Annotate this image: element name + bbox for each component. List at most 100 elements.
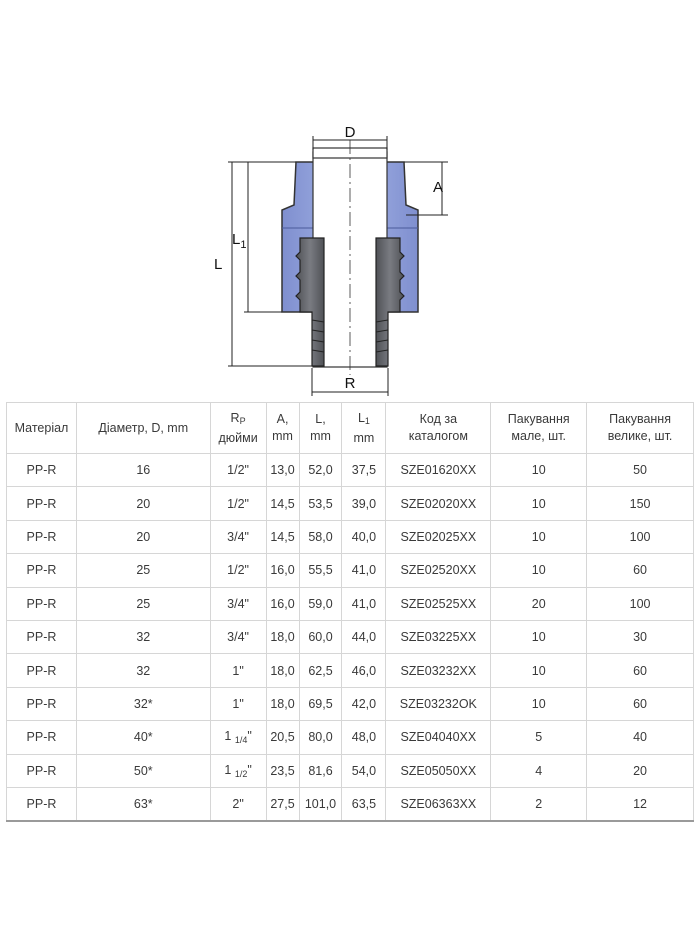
dim-label-d: D: [345, 124, 356, 141]
cell-l: 55,5: [298, 553, 343, 588]
cell-pack-small: 2: [490, 786, 588, 823]
cell-material: PP-R: [6, 553, 77, 588]
cell-code: SZE03225XX: [385, 619, 492, 655]
cell-pack-large: 100: [586, 519, 694, 555]
cell-a: 16,0: [265, 586, 300, 621]
cell-pack-small: 10: [490, 452, 588, 488]
cell-l: 52,0: [298, 452, 343, 488]
cell-rp: 1 1/2": [209, 753, 267, 788]
cell-l1: 42,0: [341, 686, 387, 722]
cell-code: SZE06363XX: [385, 786, 492, 823]
metal-insert-right: [375, 237, 405, 367]
cell-pack-large: 30: [586, 619, 694, 655]
cell-l: 60,0: [298, 619, 343, 655]
cell-l: 81,6: [298, 753, 343, 788]
thread-lines: [311, 319, 389, 353]
cell-l1: 39,0: [341, 486, 387, 521]
cell-material: PP-R: [6, 586, 77, 621]
cell-pack-large: 100: [586, 586, 694, 621]
cell-pack-small: 10: [490, 686, 588, 722]
cell-code: SZE01620XX: [385, 452, 492, 488]
metal-insert-left: [295, 237, 325, 367]
cell-material: PP-R: [6, 753, 77, 788]
cell-rp: 1 1/4": [209, 720, 267, 755]
cell-rp: 2": [209, 786, 267, 823]
cell-code: SZE02520XX: [385, 553, 492, 588]
cell-material: PP-R: [6, 486, 77, 521]
cell-l1: 63,5: [341, 786, 387, 823]
cell-code: SZE05050XX: [385, 753, 492, 788]
cell-l1: 44,0: [341, 619, 387, 655]
cell-material: PP-R: [6, 686, 77, 722]
cell-diameter: 32: [75, 653, 211, 688]
cell-material: PP-R: [6, 519, 77, 555]
cell-diameter: 16: [75, 452, 211, 488]
cell-l: 59,0: [298, 586, 343, 621]
cell-diameter: 32: [75, 619, 211, 655]
cell-rp: 3/4": [209, 586, 267, 621]
cell-a: 14,5: [265, 486, 300, 521]
header-diameter: Діаметр, D, mm: [75, 402, 211, 454]
cell-a: 14,5: [265, 519, 300, 555]
cell-diameter: 20: [75, 519, 211, 555]
cell-l1: 48,0: [341, 720, 387, 755]
cell-rp: 1/2": [209, 452, 267, 488]
cell-pack-small: 10: [490, 653, 588, 688]
header-material: Матеріал: [6, 402, 77, 454]
header-a: A,mm: [265, 402, 300, 454]
cell-pack-small: 20: [490, 586, 588, 621]
cell-a: 16,0: [265, 553, 300, 588]
cell-rp: 3/4": [209, 519, 267, 555]
cell-pack-large: 60: [586, 553, 694, 588]
cell-a: 18,0: [265, 686, 300, 722]
cell-pack-small: 10: [490, 486, 588, 521]
cell-a: 18,0: [265, 619, 300, 655]
dim-label-r: R: [345, 375, 356, 392]
cell-code: SZE02525XX: [385, 586, 492, 621]
cell-rp: 1/2": [209, 553, 267, 588]
cell-material: PP-R: [6, 786, 77, 823]
cell-rp: 3/4": [209, 619, 267, 655]
cell-rp: 1": [209, 686, 267, 722]
cell-rp: 1": [209, 653, 267, 688]
cell-l1: 46,0: [341, 653, 387, 688]
cell-diameter: 40*: [75, 720, 211, 755]
dim-label-l1: L1: [232, 231, 246, 251]
cell-code: SZE04040XX: [385, 720, 492, 755]
cell-pack-small: 10: [490, 519, 588, 555]
cell-l: 80,0: [298, 720, 343, 755]
fitting-drawing: D A L1 L R: [214, 124, 448, 396]
cell-code: SZE02020XX: [385, 486, 492, 521]
cell-pack-small: 4: [490, 753, 588, 788]
cell-code: SZE03232OK: [385, 686, 492, 722]
cell-a: 20,5: [265, 720, 300, 755]
cell-l: 62,5: [298, 653, 343, 688]
dim-label-l: L: [214, 256, 222, 273]
cell-pack-large: 150: [586, 486, 694, 521]
cell-l1: 37,5: [341, 452, 387, 488]
cell-material: PP-R: [6, 619, 77, 655]
cell-diameter: 63*: [75, 786, 211, 823]
cell-pack-large: 40: [586, 720, 694, 755]
cell-code: SZE03232XX: [385, 653, 492, 688]
cell-a: 27,5: [265, 786, 300, 823]
cell-l: 101,0: [298, 786, 343, 823]
cell-pack-small: 10: [490, 553, 588, 588]
cell-diameter: 32*: [75, 686, 211, 722]
